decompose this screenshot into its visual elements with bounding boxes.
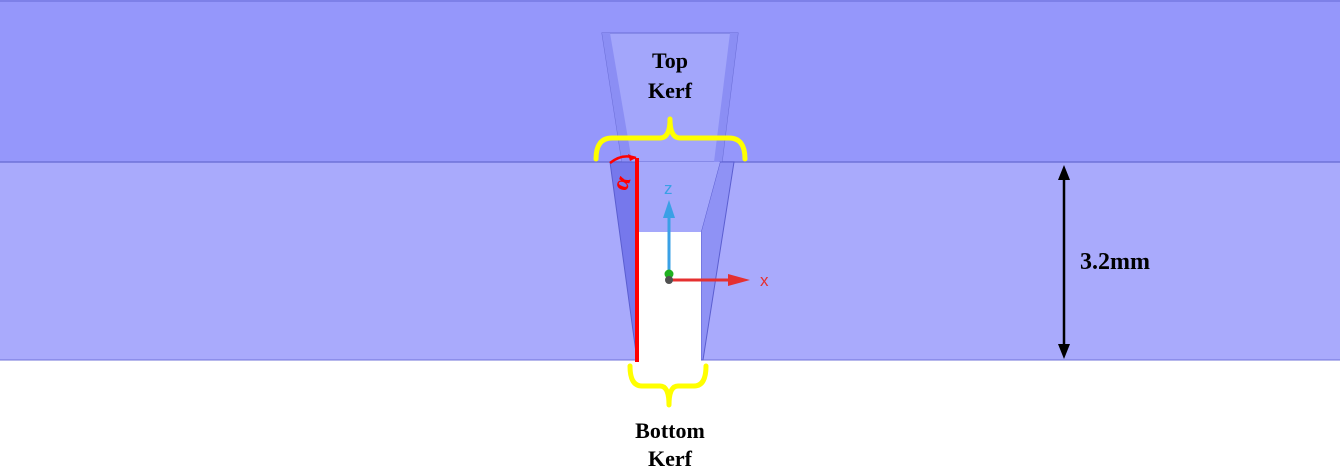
z-axis-arrowhead xyxy=(663,200,675,218)
thickness-arrowhead-bottom xyxy=(1058,344,1070,359)
thickness-dimension: 3.2mm xyxy=(1058,165,1150,359)
z-axis-label: z xyxy=(664,179,673,198)
x-axis-arrowhead xyxy=(728,274,750,286)
top-kerf-label-line1: Top xyxy=(652,48,688,73)
bottom-kerf-label-line1: Bottom xyxy=(635,418,705,443)
kerf-right-wall xyxy=(700,161,735,361)
xyz-axis-icon: z x xyxy=(663,179,769,290)
bottom-kerf-bracket xyxy=(627,363,709,408)
top-kerf-label-line2: Kerf xyxy=(648,78,693,103)
angle-arc-arrow xyxy=(628,154,636,161)
top-kerf-bracket xyxy=(593,116,748,162)
x-axis-label: x xyxy=(760,271,769,290)
kerf-upper-right-wall xyxy=(714,33,738,162)
bottom-kerf-label-line2: Kerf xyxy=(648,446,693,471)
thickness-arrowhead-top xyxy=(1058,165,1070,180)
origin-dot xyxy=(664,269,674,279)
thickness-label: 3.2mm xyxy=(1080,249,1150,275)
origin-center xyxy=(665,276,673,284)
kerf-upper-left-wall xyxy=(602,33,632,162)
kerf-gap-upper xyxy=(637,162,720,232)
